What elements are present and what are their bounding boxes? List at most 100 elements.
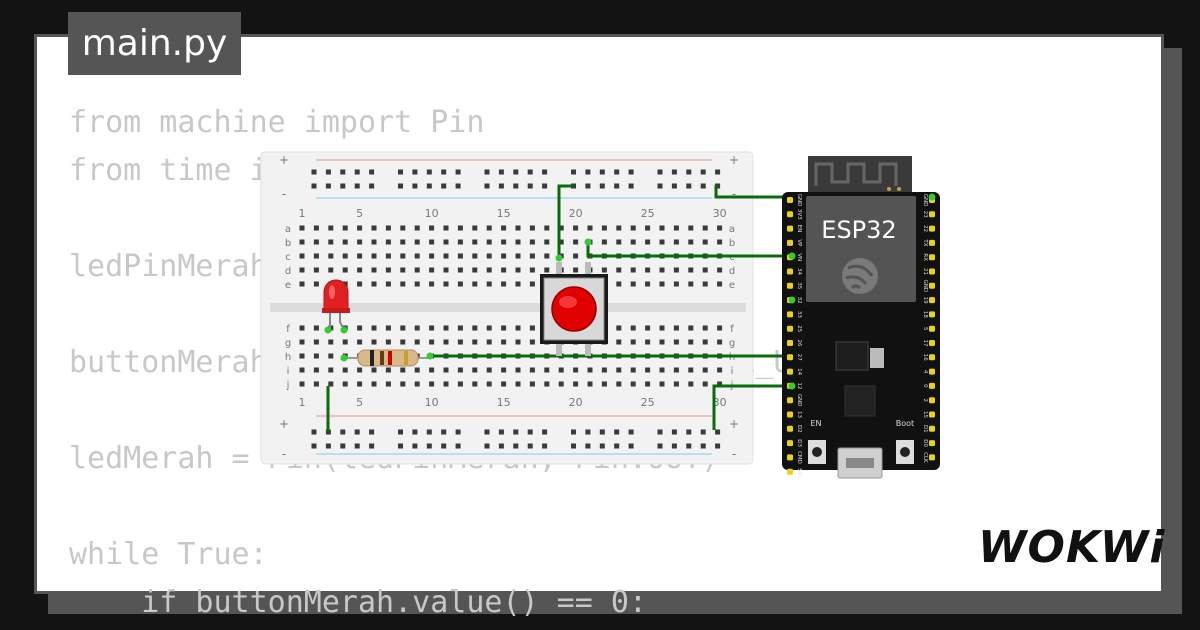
breadboard-hole <box>357 225 363 231</box>
breadboard-hole <box>342 225 348 231</box>
breadboard-hole <box>717 381 723 387</box>
breadboard-hole <box>385 325 391 331</box>
code-line: if buttonMerah.value() == 0: <box>69 585 647 620</box>
rail-minus-label: - <box>282 187 286 201</box>
esp32-pin[interactable] <box>787 368 793 375</box>
esp32-pin-label: 27 <box>796 354 802 361</box>
esp32-pin[interactable] <box>787 282 793 289</box>
breadboard-hole <box>414 253 420 259</box>
esp32-pin-label: 23 <box>922 211 928 218</box>
led-red[interactable] <box>322 279 350 334</box>
esp32-pin[interactable] <box>929 297 935 304</box>
esp32-pin[interactable] <box>929 268 935 275</box>
esp32-pin[interactable] <box>929 354 935 361</box>
esp32-pin[interactable] <box>929 211 935 218</box>
breadboard-hole <box>645 225 651 231</box>
esp32-pin[interactable] <box>787 325 793 332</box>
breadboard-hole <box>342 253 348 259</box>
esp32-pin[interactable] <box>787 425 793 432</box>
esp32-pin[interactable] <box>787 268 793 275</box>
wire-gnd-bottom <box>712 384 792 430</box>
esp32-pin[interactable] <box>787 354 793 361</box>
breadboard-hole <box>414 267 420 273</box>
breadboard-hole <box>571 443 576 449</box>
breadboard-hole <box>700 169 706 175</box>
esp32-pin[interactable] <box>929 239 935 246</box>
esp32-pin[interactable] <box>787 225 793 232</box>
pin-highlight <box>788 252 796 260</box>
breadboard-hole <box>498 183 504 189</box>
breadboard-hole <box>601 367 607 373</box>
esp32-pin[interactable] <box>929 382 935 389</box>
breadboard-hole <box>398 443 403 449</box>
esp32-pin[interactable] <box>787 440 793 447</box>
esp32-pin[interactable] <box>787 411 793 418</box>
column-number: 30 <box>713 207 727 220</box>
breadboard-hole <box>369 183 375 189</box>
breadboard-hole <box>385 381 391 387</box>
esp32-pin-label: GND <box>922 279 928 292</box>
esp32-pin[interactable] <box>787 454 793 461</box>
esp32-pin[interactable] <box>787 211 793 218</box>
push-button[interactable] <box>540 238 608 357</box>
esp32-pin[interactable] <box>929 368 935 375</box>
esp32-pin[interactable] <box>787 197 793 203</box>
esp32-board[interactable]: ESP32 EN Boot GND3V3ENVPVN34353233252627… <box>782 156 940 479</box>
breadboard-hole <box>501 281 507 287</box>
esp32-pin[interactable] <box>929 340 935 346</box>
breadboard-hole <box>599 429 605 435</box>
esp32-pin[interactable] <box>929 454 935 461</box>
breadboard-hole <box>328 381 334 387</box>
breadboard-hole <box>601 225 607 231</box>
row-letter: b <box>729 238 735 249</box>
esp32-pin[interactable] <box>787 340 793 346</box>
breadboard-hole <box>371 281 377 287</box>
breadboard-hole <box>357 239 363 245</box>
breadboard-hole <box>429 367 435 373</box>
breadboard-hole <box>325 443 331 449</box>
breadboard-hole <box>412 169 418 175</box>
esp32-pin-label: RX <box>922 253 928 261</box>
esp32-pin[interactable] <box>929 325 935 332</box>
breadboard-hole <box>443 381 449 387</box>
esp32-pin[interactable] <box>929 254 935 261</box>
breadboard-hole <box>328 367 334 373</box>
breadboard-hole <box>527 169 533 175</box>
breadboard-hole <box>702 367 708 373</box>
esp32-pin[interactable] <box>929 397 935 404</box>
breadboard-hole <box>357 339 363 345</box>
breadboard-hole <box>671 183 677 189</box>
esp32-pin[interactable] <box>929 225 935 232</box>
esp32-pin[interactable] <box>929 440 935 447</box>
resistor[interactable] <box>340 349 434 367</box>
breadboard-hole <box>659 239 665 245</box>
button-cap[interactable] <box>551 286 597 332</box>
breadboard-hole <box>400 281 406 287</box>
breadboard-hole <box>573 253 579 259</box>
breadboard-hole <box>657 169 663 175</box>
breadboard-hole <box>513 183 519 189</box>
breadboard-hole <box>414 281 420 287</box>
esp32-pin[interactable] <box>787 239 793 246</box>
breadboard-hole <box>614 429 620 435</box>
rail-minus-label: - <box>732 187 736 201</box>
file-tab[interactable]: main.py <box>68 12 241 75</box>
module-shield <box>806 196 916 302</box>
code-line: while True: <box>69 537 268 572</box>
esp32-pin[interactable] <box>787 397 793 404</box>
breadboard-hole <box>498 169 504 175</box>
esp32-pin[interactable] <box>787 311 793 318</box>
esp32-pin[interactable] <box>929 311 935 318</box>
rail-minus-label: - <box>282 447 286 461</box>
breadboard-hole <box>340 443 346 449</box>
breadboard-hole <box>616 325 622 331</box>
breadboard-hole <box>412 443 418 449</box>
breadboard-hole <box>400 325 406 331</box>
breadboard-hole <box>457 367 463 373</box>
esp32-pin[interactable] <box>929 425 935 432</box>
esp32-pin[interactable] <box>787 468 793 475</box>
breadboard-hole <box>498 443 504 449</box>
esp32-pin[interactable] <box>929 282 935 289</box>
esp32-pin[interactable] <box>929 411 935 418</box>
